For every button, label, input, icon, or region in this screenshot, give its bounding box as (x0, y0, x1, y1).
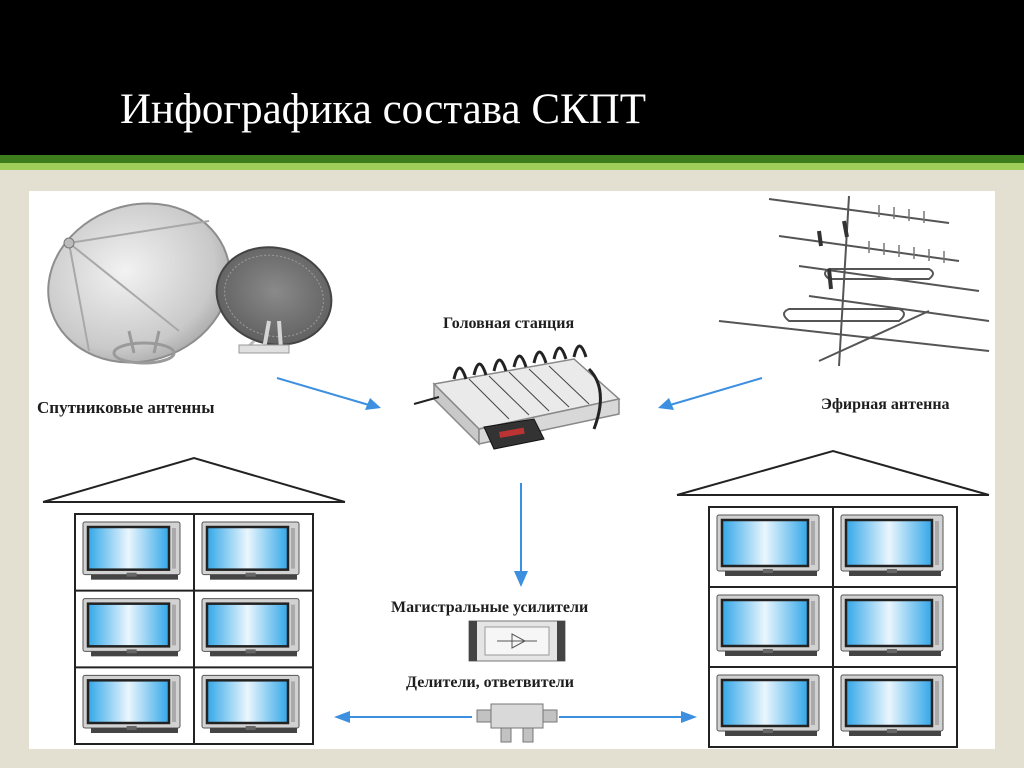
tv-icon (716, 594, 820, 656)
splitter-icon (476, 703, 558, 743)
left-building (42, 456, 346, 745)
splitters-label: Делители, ответвители (406, 674, 574, 691)
arrow-to-left-building (334, 711, 472, 723)
accent-stripe-light (0, 163, 1024, 170)
tv-icon (716, 674, 820, 736)
satellite-antennas-label: Спутниковые антенны (37, 398, 215, 417)
tv-icon (201, 598, 300, 657)
accent-stripe-dark (0, 155, 1024, 163)
terrestrial-antenna-label: Эфирная антенна (821, 396, 950, 413)
terrestrial-antenna-icon (718, 195, 990, 367)
headend-label: Головная станция (443, 315, 575, 332)
tv-icon (82, 598, 181, 657)
slide-title: Инфографика состава СКПТ (120, 86, 646, 133)
tv-icon (201, 521, 300, 580)
title-bar: Инфографика состава СКПТ (0, 0, 1024, 155)
amplifier-icon (468, 620, 566, 662)
tv-icon (840, 514, 944, 576)
right-building (676, 449, 990, 748)
diagram-panel: Спутниковые антенны Эфирная антенна (29, 191, 995, 749)
arrow-from-terrestrial (658, 377, 763, 410)
satellite-dish-icon (47, 202, 333, 365)
tv-icon (82, 521, 181, 580)
tv-icon (840, 594, 944, 656)
headend-station-icon (413, 344, 621, 450)
tv-icon (201, 674, 300, 733)
tv-icon (716, 514, 820, 576)
arrow-to-right-building (559, 711, 697, 723)
arrow-from-satellite (276, 377, 381, 410)
tv-icon (82, 674, 181, 733)
tv-icon (840, 674, 944, 736)
amplifiers-label: Магистральные усилители (391, 599, 589, 616)
arrow-down-to-amplifiers (514, 483, 528, 587)
